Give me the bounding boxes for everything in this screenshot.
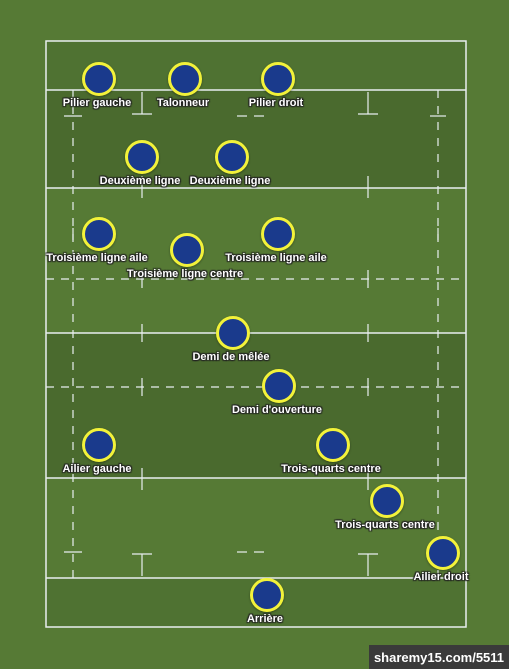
field-band-3 [46, 333, 466, 478]
player-marker[interactable] [168, 62, 202, 96]
player-marker[interactable] [261, 62, 295, 96]
player-marker[interactable] [426, 536, 460, 570]
player-label: Ailier gauche [62, 463, 132, 475]
player-label: Trois-quarts centre [281, 463, 381, 475]
player-marker[interactable] [216, 316, 250, 350]
player-marker[interactable] [316, 428, 350, 462]
in-goal-top [46, 41, 466, 90]
player-marker[interactable] [170, 233, 204, 267]
player-marker[interactable] [82, 428, 116, 462]
player-label: Demi d'ouverture [231, 404, 323, 416]
player-label: Demi de mêlée [192, 351, 270, 363]
field-band-1 [46, 90, 466, 188]
player-marker[interactable] [370, 484, 404, 518]
player-label: Arrière [246, 613, 284, 625]
field-band-2 [46, 188, 466, 333]
player-marker[interactable] [215, 140, 249, 174]
player-marker[interactable] [261, 217, 295, 251]
player-marker[interactable] [262, 369, 296, 403]
player-label: Deuxième ligne [189, 175, 271, 187]
player-marker[interactable] [125, 140, 159, 174]
player-marker[interactable] [82, 62, 116, 96]
watermark: sharemy15.com/5511 [369, 645, 509, 669]
player-label: Troisième ligne centre [126, 268, 244, 280]
player-label: Ailier droit [413, 571, 469, 583]
player-label: Pilier gauche [62, 97, 132, 109]
player-label: Deuxième ligne [99, 175, 181, 187]
player-label: Pilier droit [248, 97, 304, 109]
player-label: Troisième ligne aile [46, 252, 148, 264]
player-label: Trois-quarts centre [335, 519, 435, 531]
player-label: Troisième ligne aile [225, 252, 327, 264]
player-marker[interactable] [82, 217, 116, 251]
player-label: Talonneur [156, 97, 210, 109]
player-marker[interactable] [250, 578, 284, 612]
dead-ball-boundary [45, 40, 467, 628]
